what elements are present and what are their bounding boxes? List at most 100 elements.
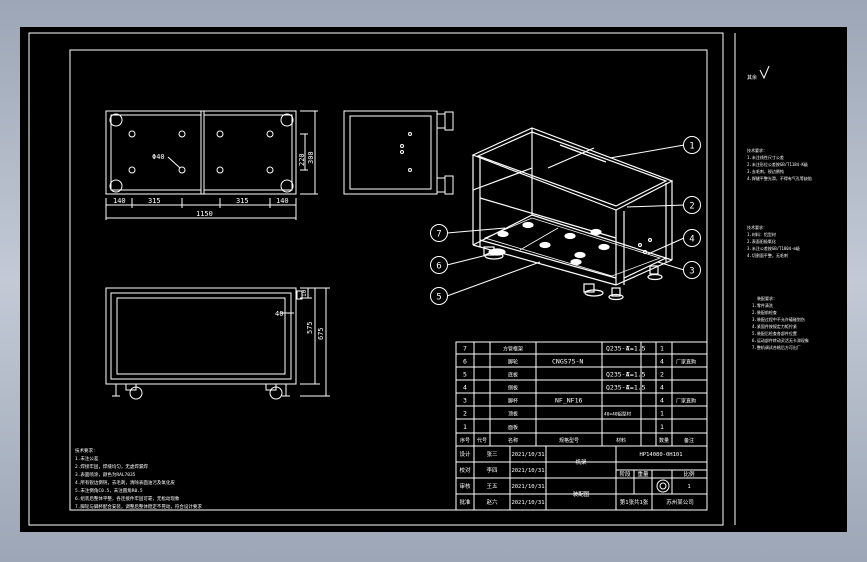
svg-text:2021/10/31: 2021/10/31 (511, 500, 544, 506)
svg-text:5: 5 (463, 371, 467, 379)
balloon-7: 7 (430, 224, 448, 242)
svg-text:5: 5 (436, 293, 441, 303)
bom-row: 7 方管框架 Q235-A T=1.5 1 (463, 345, 664, 353)
svg-text:技术要求：: 技术要求： (75, 447, 98, 454)
bom-table (455, 341, 708, 447)
svg-text:备注: 备注 (684, 437, 694, 444)
bom-row: 5 底板 Q235-A T=1.5 2 (463, 371, 664, 379)
svg-text:阶段: 阶段 (619, 470, 631, 478)
svg-text:4: 4 (660, 384, 664, 392)
svg-text:4.切割面平整，无毛刺: 4.切割面平整，无毛刺 (747, 252, 788, 258)
svg-text:张三: 张三 (486, 450, 498, 458)
svg-text:2021/10/31: 2021/10/31 (511, 452, 544, 458)
dim-220: 220 (298, 153, 306, 166)
dim-40: 40 (275, 310, 283, 318)
svg-text:名称: 名称 (508, 437, 518, 444)
front-view (105, 287, 330, 400)
svg-text:T=1.5: T=1.5 (626, 371, 646, 379)
svg-text:批准: 批准 (459, 498, 471, 506)
svg-text:机架: 机架 (575, 458, 587, 466)
svg-text:比例: 比例 (683, 470, 695, 478)
svg-text:Q235-A: Q235-A (606, 384, 630, 392)
svg-text:3.装配过程中不允许磕碰划伤: 3.装配过程中不允许磕碰划伤 (752, 316, 805, 322)
svg-text:其余: 其余 (747, 74, 757, 81)
dim-10: 10 (301, 289, 308, 297)
cad-drawing: 140 315 315 140 1150 Φ40 220 300 40 10 (28, 32, 812, 526)
svg-text:1: 1 (660, 423, 664, 431)
svg-text:2.未注形位公差按GB/T1184-K级: 2.未注形位公差按GB/T1184-K级 (747, 161, 808, 167)
dim-1150: 1150 (196, 210, 213, 218)
hole-dia-label: Φ40 (152, 153, 165, 161)
svg-text:重量: 重量 (637, 470, 649, 478)
svg-text:4.所有锐边倒钝，去毛刺，清除表面油污及氧化皮: 4.所有锐边倒钝，去毛刺，清除表面油污及氧化皮 (75, 479, 175, 486)
balloon-leaders (446, 144, 685, 297)
svg-text:厂家直购: 厂家直购 (676, 398, 696, 405)
dim-575: 575 (306, 321, 314, 334)
svg-text:2: 2 (689, 202, 694, 212)
svg-text:6.运动部件转动灵活无卡滞现象: 6.运动部件转动灵活无卡滞现象 (752, 337, 809, 343)
svg-text:侧板: 侧板 (508, 385, 518, 392)
isometric-view (471, 127, 674, 301)
drawing-canvas: 140 315 315 140 1150 Φ40 220 300 40 10 (20, 27, 847, 532)
svg-text:4: 4 (660, 397, 664, 405)
svg-text:7: 7 (436, 230, 441, 240)
svg-text:第1张共1张: 第1张共1张 (620, 498, 649, 506)
svg-text:40×40铝型材: 40×40铝型材 (604, 411, 632, 418)
drawing-frames (28, 32, 736, 526)
balloon-2: 2 (683, 196, 701, 214)
bom-row: 3 脚杯 NF_NF16 4 厂家直购 (463, 397, 696, 405)
svg-text:T=1.5: T=1.5 (626, 384, 646, 392)
bom-row: 2 顶板 40×40铝型材 1 (463, 410, 664, 418)
top-view (105, 110, 318, 220)
svg-text:设计: 设计 (459, 450, 471, 458)
svg-text:李四: 李四 (486, 466, 497, 474)
dim-315-right: 315 (236, 197, 249, 205)
title-block (455, 445, 708, 511)
svg-text:1.未注线性尺寸公差: 1.未注线性尺寸公差 (747, 154, 784, 160)
dim-140-right: 140 (276, 197, 289, 205)
svg-text:NF_NF16: NF_NF16 (555, 397, 582, 405)
dim-300: 300 (307, 151, 315, 164)
svg-text:1: 1 (660, 345, 664, 353)
svg-text:5.未注倒角C0.5，未注圆角R0.5: 5.未注倒角C0.5，未注圆角R0.5 (75, 487, 143, 494)
svg-text:6: 6 (436, 262, 441, 272)
svg-text:2.焊接牢固，焊缝均匀，无虚焊漏焊: 2.焊接牢固，焊缝均匀，无虚焊漏焊 (75, 463, 148, 470)
svg-text:4: 4 (463, 384, 467, 392)
svg-text:2021/10/31: 2021/10/31 (511, 484, 544, 490)
balloon-1: 1 (683, 136, 701, 154)
svg-text:3.表面喷涂，颜色为RAL7035: 3.表面喷涂，颜色为RAL7035 (75, 471, 136, 478)
svg-text:脚杯: 脚杯 (508, 398, 518, 405)
balloon-3: 3 (683, 261, 701, 279)
svg-text:技术要求：: 技术要求： (747, 147, 767, 153)
front-view-dimensions: 40 10 575 675 (275, 289, 325, 340)
svg-text:4.紧固件按规定力矩拧紧: 4.紧固件按规定力矩拧紧 (752, 323, 797, 329)
svg-text:Q235-A: Q235-A (606, 345, 630, 353)
svg-text:3.去毛刺，锐边倒钝: 3.去毛刺，锐边倒钝 (747, 168, 784, 174)
svg-text:7.脚轮与脚杯配合安装，调整后整体稳定不晃动，符合设计要求: 7.脚轮与脚杯配合安装，调整后整体稳定不晃动，符合设计要求 (75, 503, 202, 510)
balloon-6: 6 (430, 256, 448, 274)
svg-text:技术要求：: 技术要求： (747, 224, 767, 230)
svg-text:Q235-A: Q235-A (606, 371, 630, 379)
title-block-text: 设计 张三 2021/10/31 HP14080-0H101 校对 李四 202… (459, 450, 695, 506)
svg-text:3: 3 (689, 267, 694, 277)
svg-text:7: 7 (463, 345, 467, 353)
svg-text:材料: 材料 (616, 437, 626, 444)
svg-text:2.表面阳极氧化: 2.表面阳极氧化 (747, 238, 776, 244)
balloon-4: 4 (683, 229, 701, 247)
dim-675: 675 (317, 327, 325, 340)
svg-text:4: 4 (660, 358, 664, 366)
svg-text:苏州某公司: 苏州某公司 (666, 498, 694, 506)
svg-text:脚轮: 脚轮 (508, 359, 518, 366)
dim-140-left: 140 (113, 197, 126, 205)
svg-text:6: 6 (463, 358, 467, 366)
balloons: 1 2 3 4 5 6 7 (430, 136, 701, 305)
svg-text:王五: 王五 (486, 483, 498, 490)
svg-text:校对: 校对 (459, 466, 471, 474)
svg-text:装配图: 装配图 (573, 490, 590, 498)
bom-row: 1 面板 1 (463, 423, 664, 431)
left-technical-notes: 技术要求： 1.未注公差 2.焊接牢固，焊缝均匀，无虚焊漏焊 3.表面喷涂，颜色… (75, 447, 202, 510)
svg-text:1.材料：铝型材: 1.材料：铝型材 (747, 231, 776, 237)
svg-text:2021/10/31: 2021/10/31 (511, 468, 544, 474)
svg-text:1.未注公差: 1.未注公差 (75, 455, 99, 462)
dim-315-left: 315 (148, 197, 161, 205)
